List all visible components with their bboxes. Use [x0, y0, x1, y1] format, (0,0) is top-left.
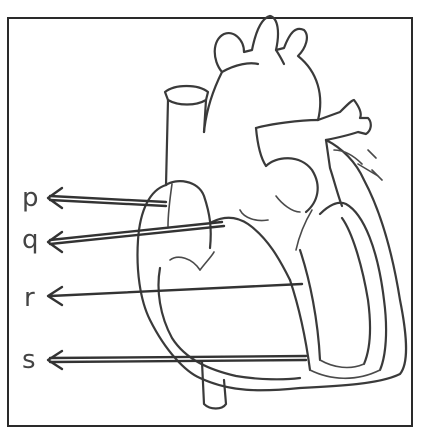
superior-vena-cava	[165, 86, 208, 105]
heart-outline	[138, 16, 407, 409]
heart-body	[138, 140, 407, 390]
pointer-q	[48, 222, 224, 252]
label-s: s	[22, 345, 36, 375]
label-r: r	[24, 283, 35, 313]
aorta	[204, 16, 320, 132]
pointer-arrows	[48, 188, 306, 369]
label-p: p	[22, 183, 39, 213]
pulmonary-artery	[318, 100, 371, 140]
label-q: q	[22, 225, 39, 255]
pointer-r	[48, 284, 302, 305]
pointer-p	[48, 188, 166, 208]
pointer-s	[48, 351, 306, 369]
